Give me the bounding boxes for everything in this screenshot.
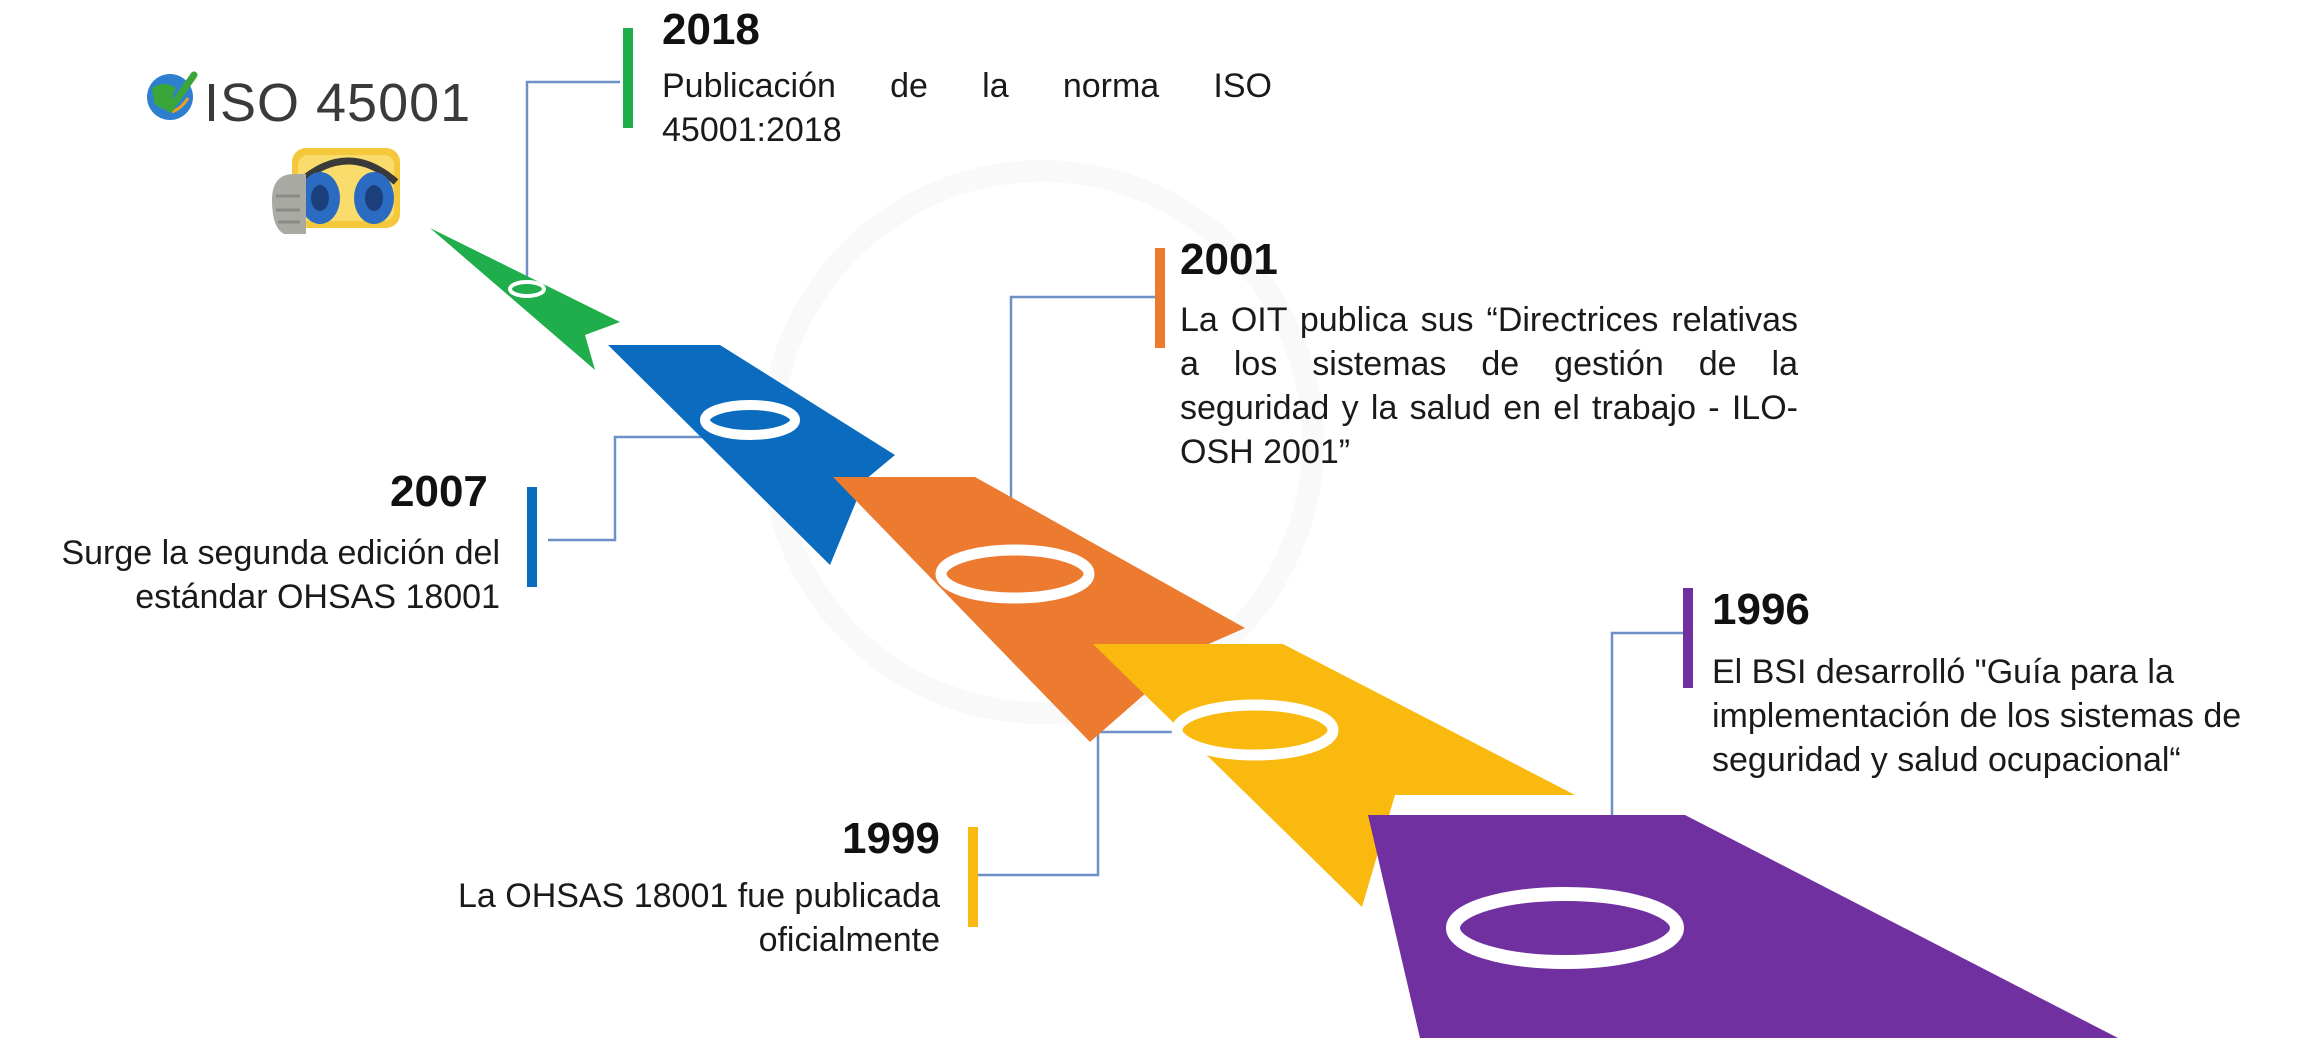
year-1996: 1996 xyxy=(1712,585,1810,634)
year-2007: 2007 xyxy=(390,467,488,516)
year-bar-1996 xyxy=(1683,588,1693,688)
connector-1996 xyxy=(1610,631,1686,872)
marker-1996 xyxy=(1446,887,1684,969)
marker-2007 xyxy=(700,400,800,440)
year-bar-2018 xyxy=(623,28,633,128)
year-2001: 2001 xyxy=(1180,235,1278,284)
event-text-2018: Publicación de la norma ISO 45001:2018 xyxy=(662,67,1272,149)
year-1999: 1999 xyxy=(842,814,940,863)
iso-logo-text: ISO 45001 xyxy=(204,73,472,133)
marker-2018 xyxy=(508,280,546,298)
event-text-1996: El BSI desarrolló "Guía para la implemen… xyxy=(1712,653,2242,779)
segment-1996 xyxy=(1368,815,2118,1038)
safety-equipment-icon xyxy=(272,148,400,234)
connector-2007 xyxy=(548,435,723,542)
marker-1999 xyxy=(1171,699,1339,761)
year-bar-1999 xyxy=(968,827,978,927)
year-bar-2001 xyxy=(1155,248,1165,348)
globe-icon xyxy=(147,71,198,120)
connector-2001 xyxy=(1009,295,1158,553)
segment-2007 xyxy=(608,345,895,565)
year-bar-2007 xyxy=(527,487,537,587)
marker-2001 xyxy=(935,544,1095,604)
year-2018: 2018 xyxy=(662,5,760,54)
event-text-1999: La OHSAS 18001 fue publicada oficialment… xyxy=(457,877,940,959)
event-text-2001: La OIT publica sus “Directrices relativa… xyxy=(1180,301,1798,471)
event-text-2007: Surge la segunda edición del estándar OH… xyxy=(61,534,500,616)
connector-2018 xyxy=(525,80,620,283)
connector-1999 xyxy=(972,730,1185,877)
segment-2018 xyxy=(430,228,620,370)
